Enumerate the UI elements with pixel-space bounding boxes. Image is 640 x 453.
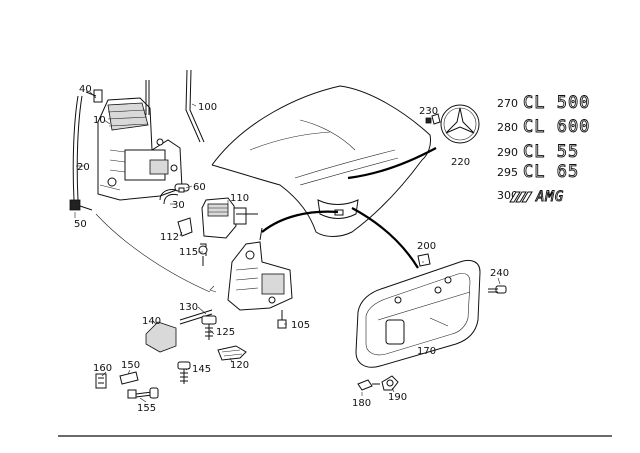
label-105: 105 bbox=[291, 320, 310, 331]
clamp-parts bbox=[159, 183, 190, 205]
label-115: 115 bbox=[179, 247, 198, 258]
label-40: 40 bbox=[79, 84, 92, 95]
label-100: 100 bbox=[198, 102, 217, 113]
label-150: 150 bbox=[121, 360, 140, 371]
amg-stripes bbox=[509, 191, 533, 203]
actuating-rod bbox=[145, 69, 205, 143]
badge-cl500: CL 500 bbox=[523, 93, 590, 113]
label-200: 200 bbox=[417, 241, 436, 252]
label-220: 220 bbox=[451, 157, 470, 168]
latch-assembly bbox=[227, 227, 293, 329]
label-50: 50 bbox=[74, 219, 87, 230]
badge-number-280: 280 bbox=[497, 121, 518, 134]
label-170: 170 bbox=[417, 346, 436, 357]
leader-lines bbox=[74, 91, 501, 403]
lock-assembly bbox=[97, 97, 183, 201]
label-60: 60 bbox=[193, 182, 206, 193]
badge-number-295: 295 bbox=[497, 166, 518, 179]
label-112: 112 bbox=[160, 232, 179, 243]
connector-arrows bbox=[95, 147, 437, 293]
mercedes-star-emblem bbox=[425, 104, 480, 144]
label-240: 240 bbox=[490, 268, 509, 279]
part-labels: 40 10 20 50 100 60 30 110 112 115 130 14… bbox=[74, 84, 509, 414]
model-badges: 270 CL 500 280 CL 600 290 CL 55 295 CL 6… bbox=[497, 93, 590, 206]
trunk-trim-panel bbox=[355, 253, 507, 391]
label-180: 180 bbox=[352, 398, 371, 409]
badge-number-290: 290 bbox=[497, 146, 518, 159]
badge-cl65: CL 65 bbox=[523, 162, 579, 182]
label-120: 120 bbox=[230, 360, 249, 371]
trunk-lid bbox=[211, 85, 431, 237]
small-parts bbox=[95, 309, 247, 399]
badge-cl55: CL 55 bbox=[523, 142, 579, 162]
badge-amg: AMG bbox=[535, 189, 564, 205]
label-190: 190 bbox=[388, 392, 407, 403]
label-125: 125 bbox=[216, 327, 235, 338]
label-160: 160 bbox=[93, 363, 112, 374]
label-145: 145 bbox=[192, 364, 211, 375]
badge-number-270: 270 bbox=[497, 97, 518, 110]
label-230: 230 bbox=[419, 106, 438, 117]
label-10: 10 bbox=[93, 115, 106, 126]
label-140: 140 bbox=[142, 316, 161, 327]
badge-cl600: CL 600 bbox=[523, 117, 590, 137]
label-130: 130 bbox=[179, 302, 198, 313]
label-155: 155 bbox=[137, 403, 156, 414]
label-110: 110 bbox=[230, 193, 249, 204]
hose-assembly bbox=[69, 89, 103, 211]
label-20: 20 bbox=[77, 162, 90, 173]
label-30: 30 bbox=[172, 200, 185, 211]
